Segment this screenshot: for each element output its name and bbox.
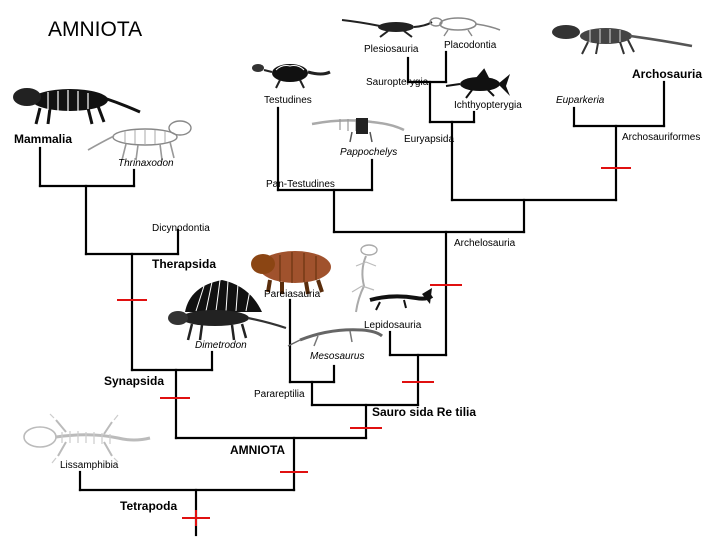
label-dicynodontia: Dicynodontia <box>152 223 210 234</box>
crocodilian-skeleton-icon <box>552 25 693 55</box>
dimetrodon-icon <box>168 279 287 341</box>
label-euryapsida: Euryapsida <box>404 134 454 145</box>
pappochelys-icon <box>311 118 405 143</box>
synapomorphy-ticks <box>117 167 631 526</box>
label-pareiasauria: Pareiasauria <box>264 289 321 300</box>
lepidosaur-icon <box>351 244 434 313</box>
placodont-icon <box>429 17 501 37</box>
label-therapsida: Therapsida <box>152 257 216 271</box>
tick-tetrapoda <box>182 510 210 526</box>
label-lissamphibia: Lissamphibia <box>60 460 119 471</box>
thrinaxodon-skeleton-icon <box>87 120 192 161</box>
label-pappochelys: Pappochelys <box>340 147 397 158</box>
label-thrinaxodon: Thrinaxodon <box>118 158 174 169</box>
label-euparkeria: Euparkeria <box>556 95 605 106</box>
label-archelosauria: Archelosauria <box>454 238 516 249</box>
ichthyosaur-icon <box>445 68 510 99</box>
label-lepidosauria: Lepidosauria <box>364 320 422 331</box>
label-mammalia: Mammalia <box>14 132 72 146</box>
label-amniota: AMNIOTA <box>230 443 285 457</box>
label-testudines: Testudines <box>264 95 312 106</box>
label-pan-testudines: Pan-Testudines <box>266 179 335 190</box>
turtle-icon <box>252 64 331 89</box>
mammal-skeleton-icon <box>13 88 141 125</box>
label-parareptilia: Parareptilia <box>254 389 305 400</box>
label-dimetrodon: Dimetrodon <box>195 340 247 351</box>
label-sauropsida: Sauro sida Re tilia <box>372 405 476 419</box>
label-archosauria: Archosauria <box>632 67 702 81</box>
label-ichthyopterygia: Ichthyopterygia <box>454 100 522 111</box>
tree-branches <box>38 50 666 537</box>
label-tetrapoda: Tetrapoda <box>120 499 177 513</box>
label-sauropterygia: Sauropterygia <box>366 77 429 88</box>
label-archosauriformes: Archosauriformes <box>622 132 700 143</box>
mesosaurus-icon <box>287 328 383 347</box>
label-plesiosauria: Plesiosauria <box>364 44 419 55</box>
figure-title: AMNIOTA <box>48 18 142 41</box>
label-mesosaurus: Mesosaurus <box>310 351 364 362</box>
plesiosaur-icon <box>341 19 433 38</box>
label-placodontia: Placodontia <box>444 40 497 51</box>
clade-labels: Mammalia Thrinaxodon Dicynodontia Therap… <box>14 40 702 513</box>
salamander-skeleton-icon <box>23 413 151 464</box>
label-synapsida: Synapsida <box>104 374 164 388</box>
pareiasaur-icon <box>251 251 331 295</box>
